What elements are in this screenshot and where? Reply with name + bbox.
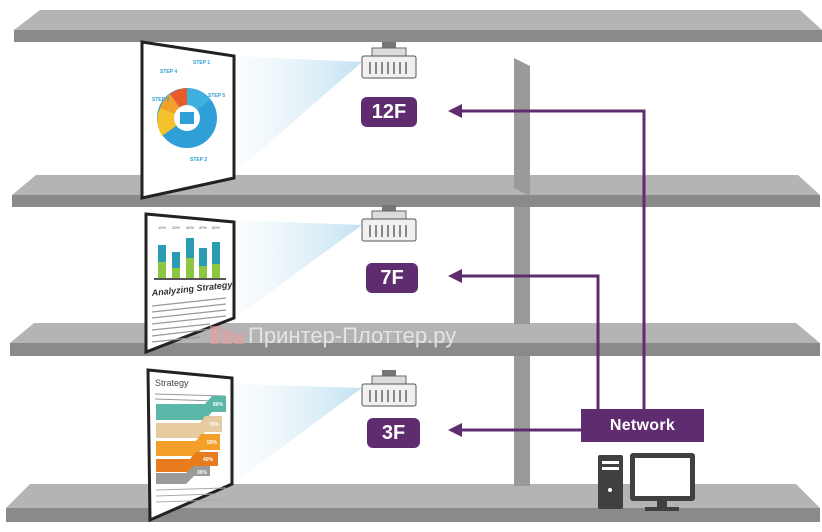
arrowheads: [448, 104, 462, 437]
poster-ribbons: [156, 396, 226, 484]
arrowhead-7f: [448, 269, 462, 283]
percent-label: 10%: [158, 225, 166, 230]
step-label: STEP 2: [190, 157, 207, 163]
floor-slabs: [6, 10, 822, 522]
connection-line-7f: [460, 274, 600, 409]
projector-7f: [361, 205, 417, 242]
poster-title: Strategy: [155, 378, 189, 388]
watermark-text: Принтер-Плоттер.ру: [248, 323, 457, 348]
percent-label: 40%: [199, 225, 207, 230]
watermark-logo: [210, 326, 244, 344]
projection-screen-12f: STEP 1 STEP 4 STEP 3 STEP 5 STEP 2: [140, 40, 236, 200]
step-label: STEP 5: [208, 93, 225, 99]
percent-label: 80%: [213, 402, 224, 408]
percent-label: 20%: [172, 225, 180, 230]
central-wall: [514, 58, 530, 486]
projector-beam-7f: [232, 220, 362, 320]
floor-slab-7f-edge: [10, 343, 820, 356]
percent-label: 50%: [212, 225, 220, 230]
poster-bars: [154, 238, 226, 280]
percent-label: 30%: [197, 470, 208, 476]
floor-label-12f: 12F: [361, 97, 417, 127]
projection-screen-3f: Strategy 80% 70% 50% 40% 30%: [146, 368, 234, 523]
percent-label: 40%: [203, 457, 214, 463]
projector-12f: [361, 42, 417, 79]
floor-label-3f: 3F: [367, 418, 420, 448]
roof-slab-edge: [14, 30, 822, 42]
computer-icon: [598, 453, 695, 511]
projector-beam-3f: [232, 384, 362, 484]
arrowhead-12f: [448, 104, 462, 118]
projector-3f: [361, 370, 417, 407]
projector-beam-12f: [232, 56, 362, 175]
projection-screen-7f: 10% 20% 30% 40% 50% Analyzing Strategy: [144, 212, 236, 355]
floor-slab-12f: [12, 175, 820, 195]
floor-slab-12f-edge: [12, 195, 820, 207]
floor-slab-3f: [6, 484, 820, 508]
connection-line-12f: [460, 109, 646, 409]
floor-label-7f: 7F: [366, 263, 418, 293]
network-connections: [460, 109, 646, 432]
percent-label: 30%: [186, 225, 194, 230]
percent-label: 70%: [209, 422, 220, 428]
arrowhead-3f: [448, 423, 462, 437]
network-box: Network: [581, 409, 704, 442]
percent-label: 50%: [207, 440, 218, 446]
step-label: STEP 1: [193, 60, 210, 66]
step-label: STEP 4: [160, 69, 177, 75]
floor-slab-3f-edge: [6, 508, 820, 522]
step-label: STEP 3: [152, 97, 169, 103]
roof-slab: [14, 10, 822, 30]
